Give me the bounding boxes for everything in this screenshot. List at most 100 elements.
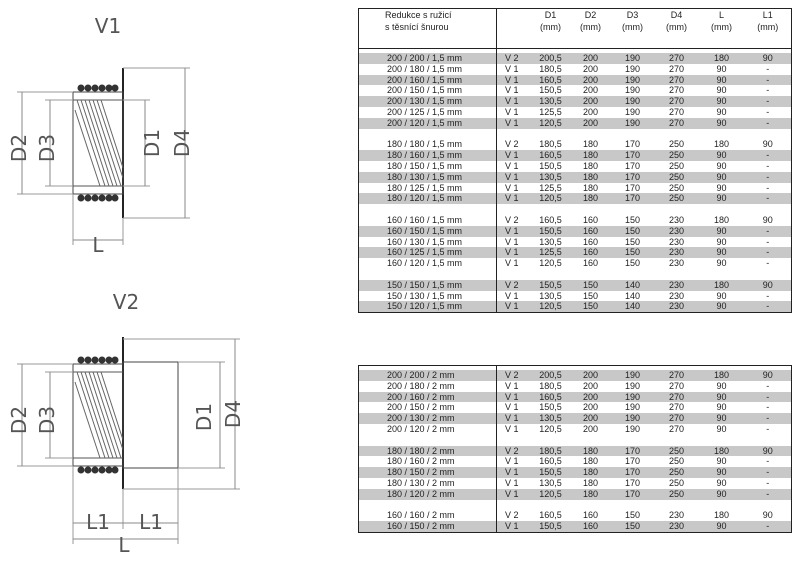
v2-d1-label: D1	[192, 403, 216, 431]
cell-desc: 200 / 160 / 1,5 mm	[358, 74, 497, 86]
cell-d1: 130,5	[530, 96, 571, 107]
cell-d2: 160	[582, 258, 599, 269]
cell-desc: 200 / 200 / 2 mm	[358, 370, 497, 381]
cell-desc: 180 / 150 / 1,5 mm	[387, 160, 463, 171]
cell-desc: 200 / 120 / 2 mm	[387, 423, 455, 434]
header-l1: L1(mm)	[757, 10, 779, 32]
cell-d3: 170	[624, 477, 641, 488]
cell-d4: 230	[654, 521, 699, 533]
cell-d3: 190	[610, 74, 655, 86]
cell-d3: 190	[624, 106, 641, 117]
cell-d4: 270	[654, 391, 699, 403]
cell-l: 180	[698, 445, 745, 457]
v1-l-label: L	[92, 233, 104, 257]
cell-d2: 180	[582, 182, 599, 193]
cell-d4: 230	[668, 258, 685, 269]
cell-d3: 170	[624, 160, 641, 171]
cell-d2: 200	[570, 96, 611, 107]
v2-l1-left-label: L1	[86, 510, 110, 534]
cell-l1: 90	[762, 510, 773, 521]
v1-d1-label: D1	[140, 129, 164, 157]
cell-desc: 150 / 150 / 1,5 mm	[358, 279, 497, 291]
cell-type: V 2	[496, 279, 531, 291]
cell-l1: -	[744, 193, 792, 205]
table-gap-row	[359, 204, 792, 215]
cell-type: V 2	[496, 445, 531, 457]
cell-d2: 160	[570, 521, 611, 533]
cell-type: V 1	[496, 488, 531, 500]
cell-d1: 150,5	[539, 85, 562, 96]
cell-desc: 180 / 125 / 1,5 mm	[387, 182, 463, 193]
cell-desc: 180 / 160 / 1,5 mm	[358, 150, 497, 161]
cell-d2: 160	[570, 247, 611, 259]
cell-l: 90	[716, 236, 727, 247]
cell-type: V 1	[496, 236, 531, 248]
v2-d4-label: D4	[221, 400, 245, 428]
cell-d2: 180	[570, 171, 611, 183]
cell-d4: 270	[654, 117, 699, 129]
cell-desc: 200 / 130 / 1,5 mm	[358, 96, 497, 107]
cell-d3: 190	[610, 391, 655, 403]
cell-d4: 230	[654, 225, 699, 237]
cell-type: V 1	[496, 74, 531, 86]
cell-l1: -	[744, 301, 792, 313]
cell-d2: 180	[570, 445, 611, 457]
cell-d1: 180,5	[539, 139, 562, 150]
cell-d4: 250	[668, 139, 685, 150]
cell-l1: -	[744, 96, 792, 107]
cell-l1: -	[766, 236, 770, 247]
v2-title: V2	[113, 290, 139, 314]
cell-d3: 170	[624, 182, 641, 193]
cell-d1: 130,5	[530, 413, 571, 424]
cell-d3: 170	[610, 445, 655, 457]
cell-d4: 250	[654, 150, 699, 161]
cell-d2: 180	[582, 160, 599, 171]
cell-desc: 200 / 120 / 1,5 mm	[358, 117, 497, 129]
header-d3: D3(mm)	[622, 10, 643, 32]
cell-type: V 1	[496, 96, 531, 107]
cell-d3: 150	[624, 214, 641, 225]
cell-l1: -	[766, 290, 770, 301]
cell-type: V 1	[496, 182, 531, 194]
cell-l1: 90	[744, 445, 792, 457]
cell-l: 180	[713, 214, 730, 225]
cell-d1: 160,5	[530, 74, 571, 86]
cell-type: V 1	[496, 423, 531, 435]
cell-d2: 200	[582, 106, 599, 117]
cell-d1: 160,5	[530, 150, 571, 161]
cell-d3: 190	[624, 85, 641, 96]
cell-d1: 160,5	[530, 391, 571, 403]
cell-d2: 200	[582, 423, 599, 434]
cell-desc: 200 / 160 / 2 mm	[358, 391, 497, 403]
cell-type: V 1	[496, 117, 531, 129]
cell-d2: 180	[582, 456, 599, 467]
cell-l: 180	[698, 279, 745, 291]
cell-d2: 160	[582, 214, 599, 225]
cell-type: V 1	[496, 290, 531, 302]
cell-d2: 180	[582, 477, 599, 488]
header-d2: D2(mm)	[580, 10, 601, 32]
cell-l1: -	[766, 477, 770, 488]
table-gap-row	[359, 268, 792, 280]
cell-d1: 150,5	[539, 402, 562, 413]
cell-l1: 90	[744, 370, 792, 381]
cell-l: 90	[698, 301, 745, 313]
cell-d3: 190	[610, 413, 655, 424]
cell-l1: -	[744, 117, 792, 129]
cell-d2: 200	[582, 402, 599, 413]
cell-type: V 2	[496, 370, 531, 381]
